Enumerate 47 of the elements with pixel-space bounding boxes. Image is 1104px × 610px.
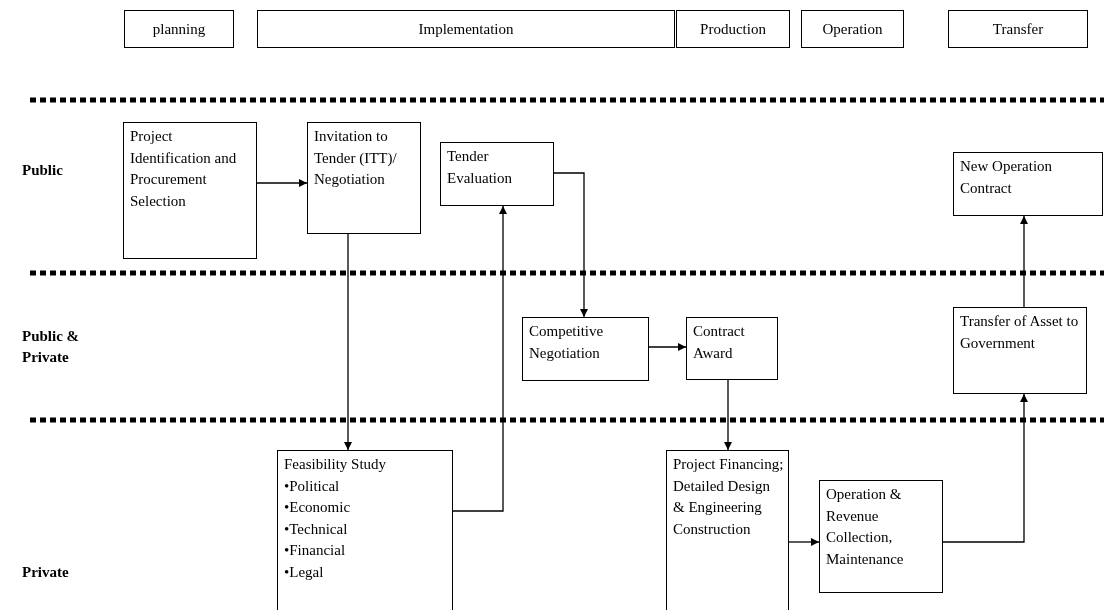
phase-box <box>676 10 790 48</box>
process-text: Competitive Negotiation <box>529 322 605 363</box>
process-box <box>686 317 778 380</box>
process-text: Transfer of Asset to Government <box>960 312 1080 353</box>
arrow <box>942 393 1028 543</box>
phase-label: planning <box>152 20 206 38</box>
process-box <box>953 307 1087 394</box>
phase-box <box>124 10 234 48</box>
bullet-item: •Technical <box>284 519 349 539</box>
arrow <box>648 343 687 351</box>
bullet-item: •Financial <box>284 541 347 560</box>
process-text: Project Financing; Detailed Design & Engineering Construction <box>673 455 785 539</box>
row-label: Private <box>22 563 70 582</box>
arrow <box>452 205 507 512</box>
row-label: Public <box>22 161 64 180</box>
arrow <box>256 179 308 187</box>
arrow <box>344 233 352 451</box>
phase-label: Transfer <box>992 20 1044 38</box>
arrow <box>553 172 588 318</box>
arrow <box>1020 215 1028 308</box>
bullet-item: •Economic <box>284 498 352 517</box>
bullet-item: •Political <box>284 476 341 496</box>
process-box <box>440 142 554 206</box>
phase-label: Operation <box>822 20 883 38</box>
process-text: Tender Evaluation <box>447 147 513 188</box>
process-box <box>953 152 1103 216</box>
arrow <box>788 538 820 546</box>
phase-box <box>257 10 675 48</box>
process-box <box>819 480 943 593</box>
process-box <box>123 122 257 259</box>
phase-label: Implementation <box>418 20 514 38</box>
process-text: New Operation Contract <box>960 157 1054 198</box>
row-label: Public & Private <box>22 327 81 367</box>
process-box <box>307 122 421 234</box>
process-box <box>666 450 789 610</box>
process-box <box>277 450 453 610</box>
phase-box <box>948 10 1088 48</box>
process-text: Feasibility Study <box>284 455 388 474</box>
arrow <box>724 379 732 451</box>
phase-box <box>801 10 904 48</box>
process-text: Invitation to Tender (ITT)/ Negotiation <box>314 127 398 189</box>
process-text: Project Identification and Procurement Selection <box>130 127 238 211</box>
process-box <box>522 317 649 381</box>
phase-label: Production <box>700 20 766 38</box>
process-text: Contract Award <box>693 322 746 363</box>
process-text: Operation & Revenue Collection, Maintenance <box>826 485 905 569</box>
bullet-item: •Legal <box>284 562 325 582</box>
